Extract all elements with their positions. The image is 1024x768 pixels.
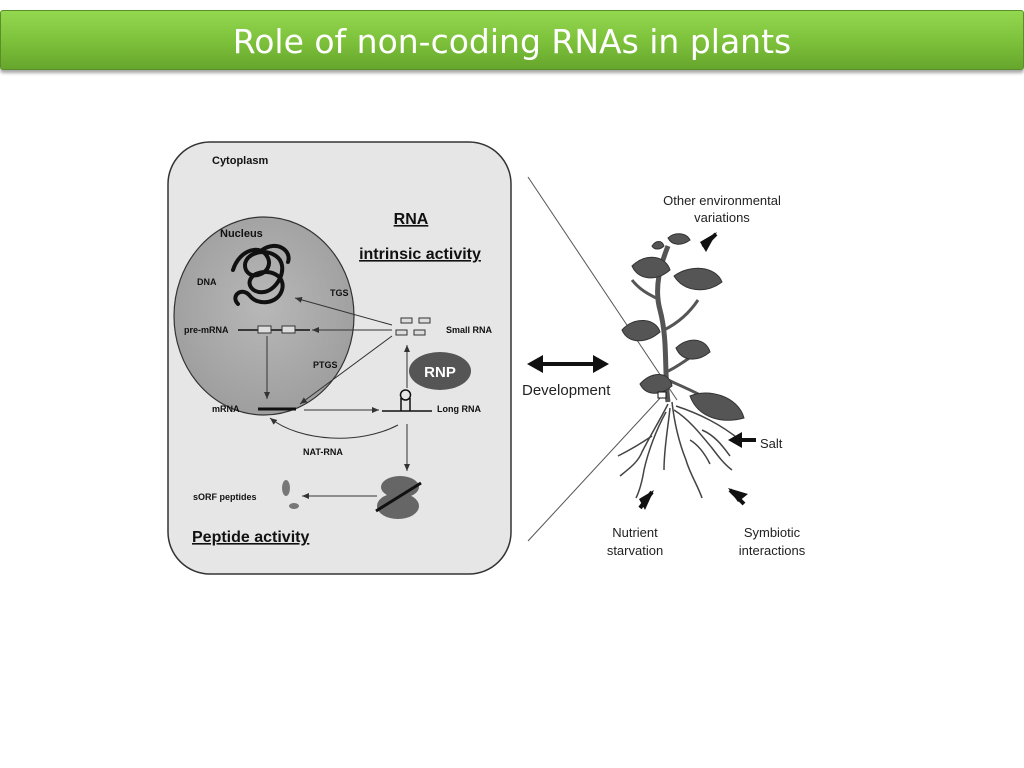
long-rna-hairpin bbox=[382, 389, 432, 412]
label-development: Development bbox=[522, 382, 611, 399]
divider-line bbox=[527, 395, 663, 542]
exon-box bbox=[281, 325, 296, 334]
label-environmental-line2: variations bbox=[694, 210, 750, 225]
label-long-rna: Long RNA bbox=[437, 404, 481, 414]
small-rna-glyph bbox=[395, 317, 431, 336]
label-cytoplasm: Cytoplasm bbox=[212, 155, 268, 167]
label-dna: DNA bbox=[197, 277, 217, 287]
label-symbiotic-line1: Symbiotic bbox=[744, 525, 801, 540]
label-tgs: TGS bbox=[330, 288, 349, 298]
label-rnp: RNP bbox=[424, 364, 456, 381]
slide-title: Role of non-coding RNAs in plants bbox=[232, 22, 792, 61]
divider-line bbox=[527, 176, 678, 401]
nucleus bbox=[173, 216, 355, 416]
dna-coil bbox=[231, 243, 291, 306]
heading-intrinsic-activity: intrinsic activity bbox=[359, 246, 481, 263]
ribosome bbox=[375, 476, 422, 519]
label-ptgs: PTGS bbox=[313, 360, 338, 370]
label-nat-rna: NAT-RNA bbox=[303, 447, 343, 457]
heading-peptide-activity: Peptide activity bbox=[192, 529, 309, 546]
exon-box bbox=[257, 325, 272, 334]
title-bar: Role of non-coding RNAs in plants bbox=[0, 10, 1024, 70]
plant-illustration bbox=[617, 233, 745, 499]
label-salt: Salt bbox=[760, 436, 783, 451]
label-pre-mrna: pre-mRNA bbox=[184, 325, 229, 335]
heading-rna: RNA bbox=[394, 211, 429, 228]
label-symbiotic-line2: interactions bbox=[739, 543, 806, 558]
peptide-shape bbox=[282, 480, 290, 496]
pathway-arrows bbox=[264, 296, 410, 499]
stress-arrows bbox=[638, 232, 756, 510]
rnp-complex bbox=[409, 352, 471, 390]
label-small-rna: Small RNA bbox=[446, 325, 493, 335]
peptide-shape bbox=[289, 503, 299, 509]
label-nucleus: Nucleus bbox=[220, 228, 263, 240]
label-environmental-line1: Other environmental bbox=[663, 193, 781, 208]
label-nutrient-line2: starvation bbox=[607, 543, 663, 558]
label-mrna: mRNA bbox=[212, 404, 240, 414]
label-sorf-peptides: sORF peptides bbox=[193, 492, 257, 502]
label-nutrient-line1: Nutrient bbox=[612, 525, 658, 540]
development-arrow bbox=[527, 355, 609, 373]
